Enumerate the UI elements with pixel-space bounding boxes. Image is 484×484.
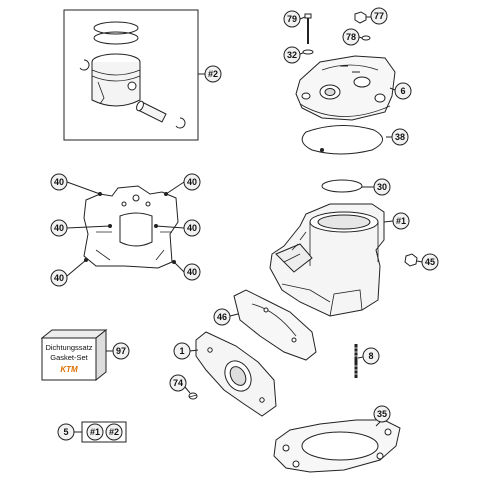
callout-40-bottom-right: 40 bbox=[183, 263, 201, 281]
svg-text:6: 6 bbox=[400, 86, 405, 96]
piston bbox=[91, 53, 141, 107]
callout-45: 45 bbox=[416, 253, 439, 271]
flange-screw bbox=[188, 392, 198, 400]
callout-5-parts-box: #1 #2 bbox=[81, 421, 127, 443]
callout-40-top-right: 40 bbox=[183, 173, 201, 191]
svg-text:#1: #1 bbox=[90, 427, 100, 437]
cylinder-head bbox=[295, 55, 396, 121]
svg-text:46: 46 bbox=[217, 312, 227, 322]
callouts: #2 79 77 78 32 6 bbox=[50, 7, 439, 443]
svg-text:79: 79 bbox=[287, 14, 297, 24]
svg-text:#2: #2 bbox=[109, 427, 119, 437]
ktm-logo: KTM bbox=[60, 365, 78, 374]
svg-text:30: 30 bbox=[377, 182, 387, 192]
circlip-right bbox=[175, 117, 186, 129]
callout-32: 32 bbox=[283, 46, 304, 64]
washer-small bbox=[361, 35, 371, 41]
svg-text:74: 74 bbox=[173, 378, 183, 388]
svg-text:97: 97 bbox=[116, 346, 126, 356]
callout-8: 8 bbox=[357, 347, 380, 365]
svg-text:1: 1 bbox=[179, 346, 184, 356]
callout-2: #2 bbox=[204, 65, 222, 83]
washer bbox=[302, 49, 314, 55]
piston-pin bbox=[136, 100, 167, 123]
cylinder-head-group bbox=[295, 11, 396, 155]
cylinder-stud bbox=[353, 344, 359, 378]
gasket-set-box: Dichtungssatz Gasket-Set KTM bbox=[40, 328, 108, 382]
callout-40-bottom-left: 40 bbox=[50, 269, 68, 287]
piston-kit-frame bbox=[63, 9, 199, 141]
svg-text:#1: #1 bbox=[396, 216, 406, 226]
callout-78: 78 bbox=[342, 28, 363, 46]
callout-77: 77 bbox=[366, 7, 388, 25]
callout-46: 46 bbox=[213, 308, 239, 326]
callout-1: 1 bbox=[173, 342, 199, 360]
cylinder-o-ring bbox=[321, 179, 363, 193]
svg-text:40: 40 bbox=[54, 177, 64, 187]
gasket-set-label-de: Dichtungssatz bbox=[45, 343, 92, 352]
callout-5: 5 bbox=[57, 423, 82, 441]
callout-74: 74 bbox=[169, 374, 191, 394]
head-o-ring bbox=[301, 124, 383, 155]
callout-35: 35 bbox=[373, 405, 391, 427]
exhaust-gasket bbox=[233, 289, 317, 361]
svg-text:40: 40 bbox=[54, 273, 64, 283]
callout-30: 30 bbox=[362, 178, 391, 196]
cylinder-group bbox=[269, 179, 418, 378]
exhaust-flange bbox=[195, 331, 277, 417]
callout-79: 79 bbox=[283, 10, 306, 28]
piston-ring-bottom bbox=[93, 31, 139, 45]
head-nut bbox=[354, 11, 367, 24]
head-bolt bbox=[304, 13, 312, 44]
exhaust-gasket-detail bbox=[66, 181, 185, 277]
callout-40-mid-right: 40 bbox=[183, 219, 201, 237]
base-gasket bbox=[273, 419, 401, 473]
cylinder-nut bbox=[404, 253, 418, 267]
callout-40-top-left: 40 bbox=[50, 173, 68, 191]
callout-38: 38 bbox=[386, 128, 409, 146]
svg-text:35: 35 bbox=[377, 409, 387, 419]
svg-text:#2: #2 bbox=[208, 69, 218, 79]
svg-text:40: 40 bbox=[187, 223, 197, 233]
callout-97: 97 bbox=[106, 342, 130, 360]
cylinder bbox=[269, 203, 385, 317]
svg-text:40: 40 bbox=[54, 223, 64, 233]
callout-1-kit: #1 bbox=[383, 212, 410, 230]
svg-text:40: 40 bbox=[187, 177, 197, 187]
svg-text:38: 38 bbox=[395, 132, 405, 142]
svg-text:40: 40 bbox=[187, 267, 197, 277]
piston-kit-group bbox=[63, 9, 205, 141]
piston-ring-top bbox=[93, 21, 139, 35]
callout-6: 6 bbox=[389, 82, 412, 100]
svg-text:5: 5 bbox=[63, 427, 68, 437]
svg-text:8: 8 bbox=[368, 351, 373, 361]
svg-text:77: 77 bbox=[374, 11, 384, 21]
svg-text:32: 32 bbox=[287, 50, 297, 60]
callout-40-mid-left: 40 bbox=[50, 219, 68, 237]
svg-text:45: 45 bbox=[425, 257, 435, 267]
svg-text:78: 78 bbox=[346, 32, 356, 42]
circlip-left bbox=[79, 59, 90, 71]
gasket-set-label-en: Gasket-Set bbox=[50, 353, 88, 362]
exhaust-flange-group bbox=[188, 289, 317, 417]
